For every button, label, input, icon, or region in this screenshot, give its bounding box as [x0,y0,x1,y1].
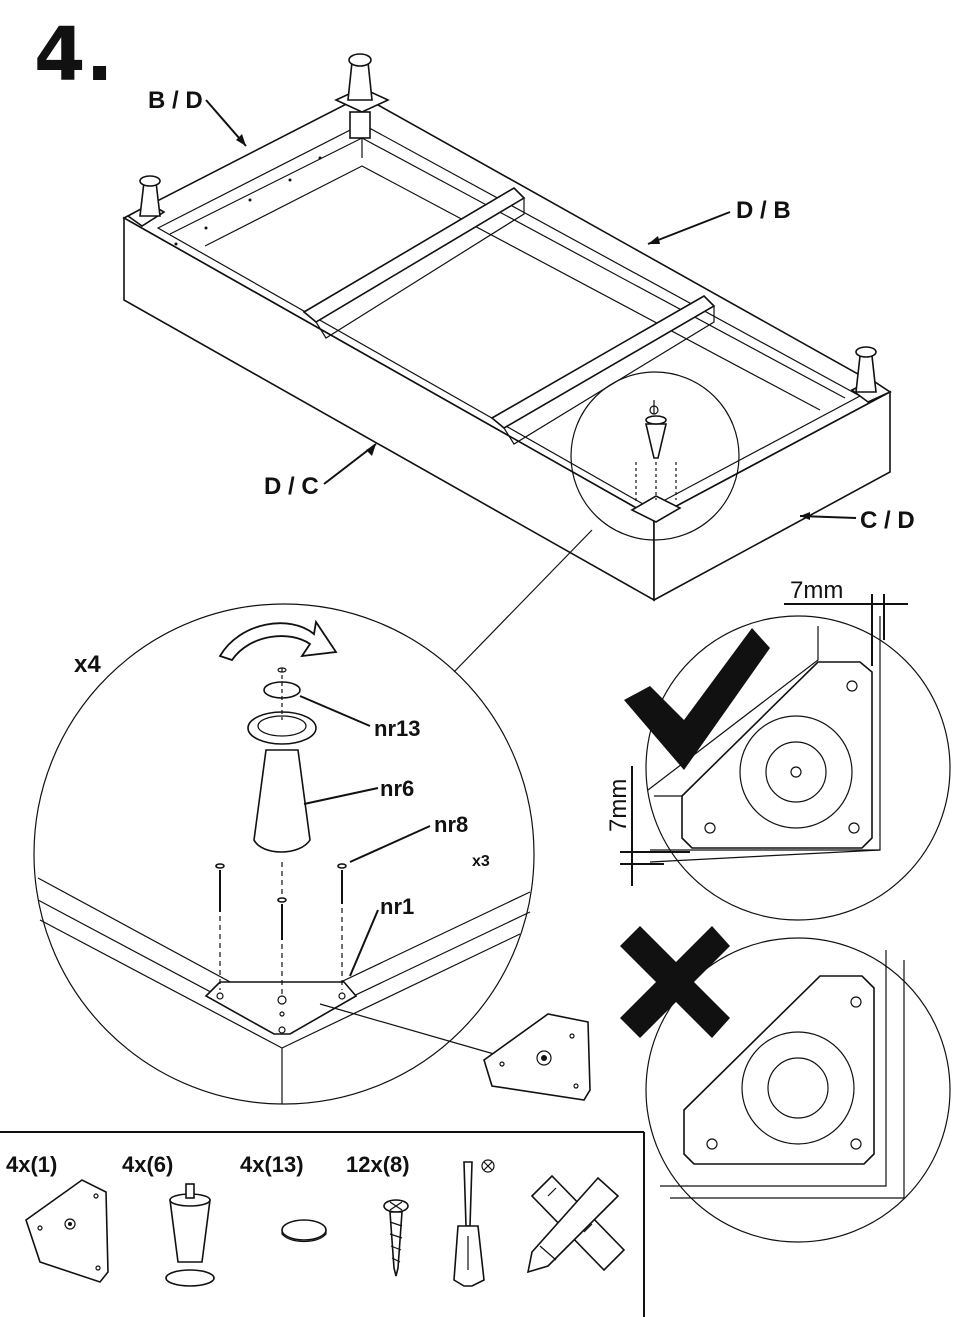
step-number: 4. [34,12,114,98]
incorrect-example [620,926,951,1243]
label-x3: x3 [472,853,490,870]
part-pad: 4x(13) [240,1152,327,1243]
parts-list: 4x(1) 4x(6) 4x(13) 12x(8) [0,1131,645,1317]
label-dc: D / C [264,473,319,500]
label-bd: B / D [148,87,203,114]
part-leg: 4x(6) [122,1152,215,1287]
part-qty: 4x(1) [6,1152,57,1177]
label-nr8: nr8 [434,812,468,837]
cross-icon [620,926,730,1038]
leg-right [850,346,892,403]
checkmark-icon [624,628,770,770]
leg-back-center [334,53,390,139]
screw-left [215,863,225,990]
measure-top: 7mm [790,577,843,604]
measure-side: 7mm [605,779,632,832]
label-nr13: nr13 [374,716,420,741]
part-plate: 4x(1) [6,1152,109,1283]
part-qty: 4x(13) [240,1152,304,1177]
part-qty: 12x(8) [346,1152,410,1177]
edge-labels: B / D D / B D / C C / D [148,87,915,673]
plate-callout [483,1013,591,1101]
rotate-arrow-icon [218,619,338,662]
part-screw: 12x(8) [346,1152,410,1277]
label-nr6: nr6 [380,776,414,801]
label-cd: C / D [860,507,915,534]
ruler-pencil-icon [526,1174,626,1274]
label-nr1: nr1 [380,894,414,919]
label-db: D / B [736,197,791,224]
screwdriver-icon [453,1159,495,1287]
correct-example: 7mm 7mm [605,577,951,921]
detail-multiplier: x4 [74,651,101,678]
detail-view: x4 [33,603,535,1105]
part-qty: 4x(6) [122,1152,173,1177]
leg-back-left [126,175,166,227]
frame-drawing [122,53,892,602]
screw-center [277,862,287,994]
screw-right [337,863,347,990]
